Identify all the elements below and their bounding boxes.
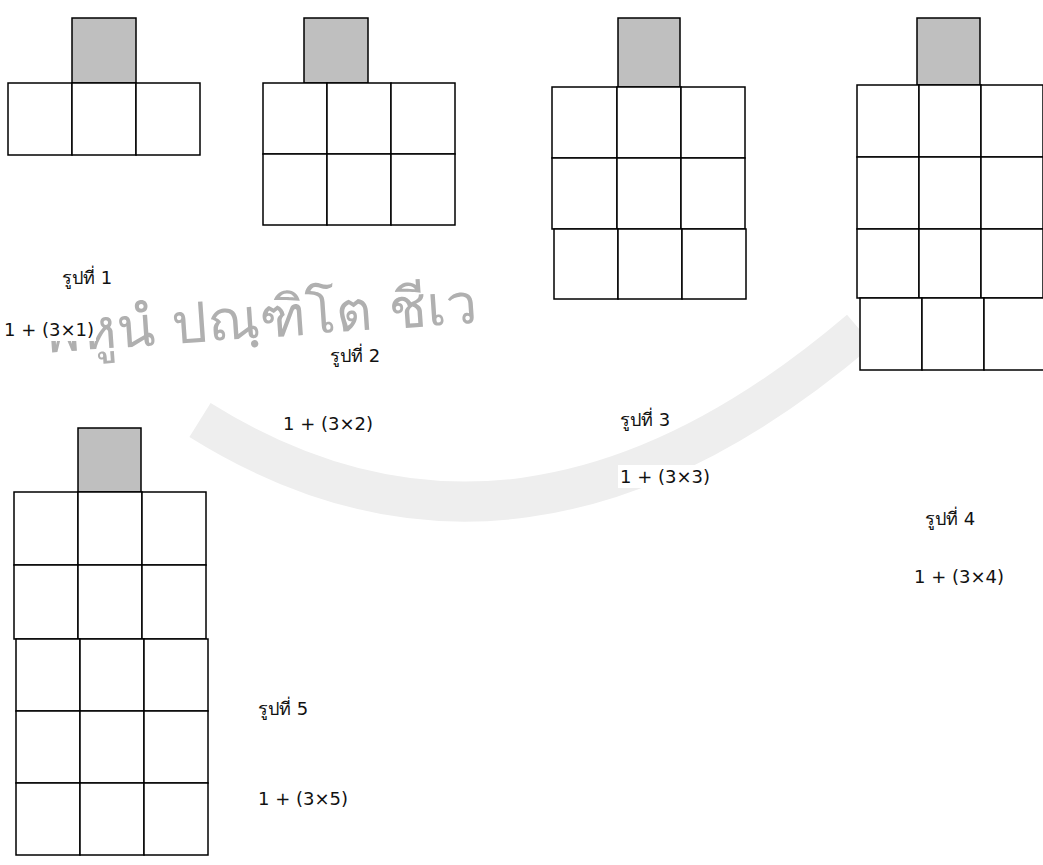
figure-label: รูปที่ 1 bbox=[60, 266, 114, 289]
figure-label: รูปที่ 5 bbox=[256, 697, 310, 720]
figure-label: รูปที่ 3 bbox=[618, 408, 672, 431]
formula-label: 1 + (3×3) bbox=[618, 465, 712, 488]
formula-label: 1 + (3×1) bbox=[2, 318, 96, 341]
logo-arc bbox=[200, 330, 860, 502]
formula-label: 1 + (3×2) bbox=[281, 412, 375, 435]
figure-label: รูปที่ 2 bbox=[328, 344, 382, 367]
formula-label: 1 + (3×5) bbox=[256, 787, 350, 810]
formula-label: 1 + (3×4) bbox=[912, 565, 1006, 588]
figure-label: รูปที่ 4 bbox=[923, 507, 977, 530]
